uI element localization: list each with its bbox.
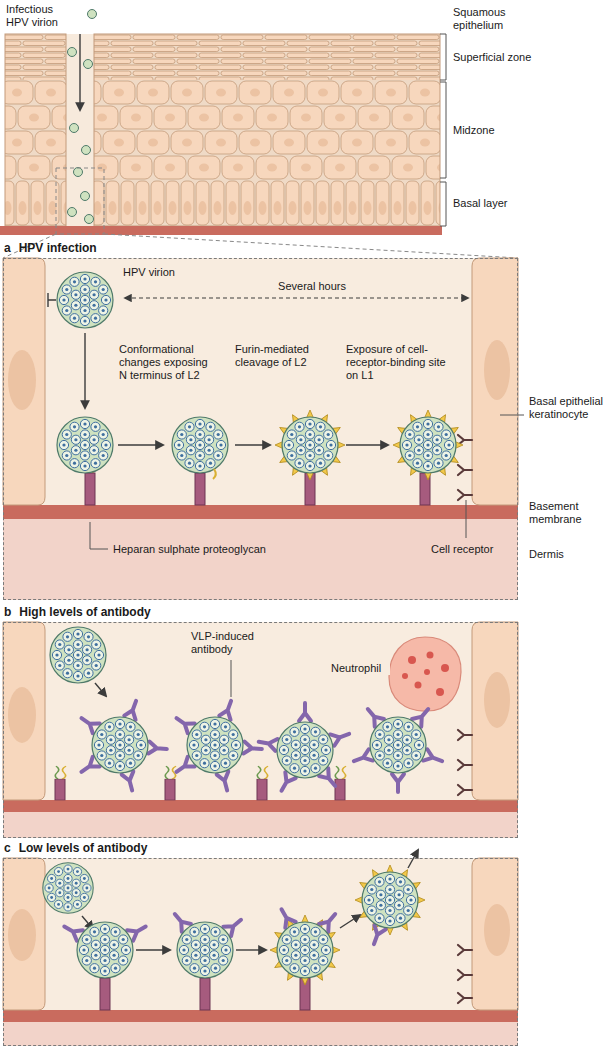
zone-label: Basal layer bbox=[452, 197, 562, 210]
panel-title: HPV infection bbox=[19, 241, 97, 255]
panel-letter: a bbox=[4, 241, 11, 255]
panel-letter: c bbox=[4, 841, 11, 855]
virion-label: Infectious HPV virion bbox=[5, 3, 75, 29]
tissue-label: Dermis bbox=[528, 548, 608, 561]
panel-heading: c Low levels of antibody bbox=[4, 841, 155, 855]
tissue-label: Squamous epithelium bbox=[452, 6, 532, 32]
zone-label: Midzone bbox=[452, 124, 562, 137]
step-label: Furin-mediated cleavage of L2 bbox=[234, 343, 318, 369]
step-label: Conformational changes exposing N termin… bbox=[118, 343, 216, 382]
antibody-label: VLP-induced antibody bbox=[190, 630, 270, 656]
panel-heading: a HPV infection bbox=[4, 241, 105, 255]
cell-label: Basal epithelial keratinocyte bbox=[528, 395, 608, 421]
molecule-label: Heparan sulphate proteoglycan bbox=[112, 543, 332, 556]
panel-title: High levels of antibody bbox=[19, 605, 150, 619]
cell-label: Neutrophil bbox=[330, 662, 390, 675]
panel-heading: b High levels of antibody bbox=[4, 605, 159, 619]
panel-letter: b bbox=[4, 605, 11, 619]
zone-label: Superficial zone bbox=[452, 51, 562, 64]
virion-label: HPV virion bbox=[122, 266, 192, 279]
time-label: Several hours bbox=[262, 280, 362, 293]
tissue-label: Basement membrane bbox=[528, 500, 608, 526]
molecule-label: Cell receptor bbox=[430, 543, 510, 556]
step-label: Exposure of cell-receptor-binding site o… bbox=[345, 343, 447, 382]
panel-title: Low levels of antibody bbox=[19, 841, 148, 855]
panel-box: cLow levels of antibody bbox=[3, 858, 518, 1046]
